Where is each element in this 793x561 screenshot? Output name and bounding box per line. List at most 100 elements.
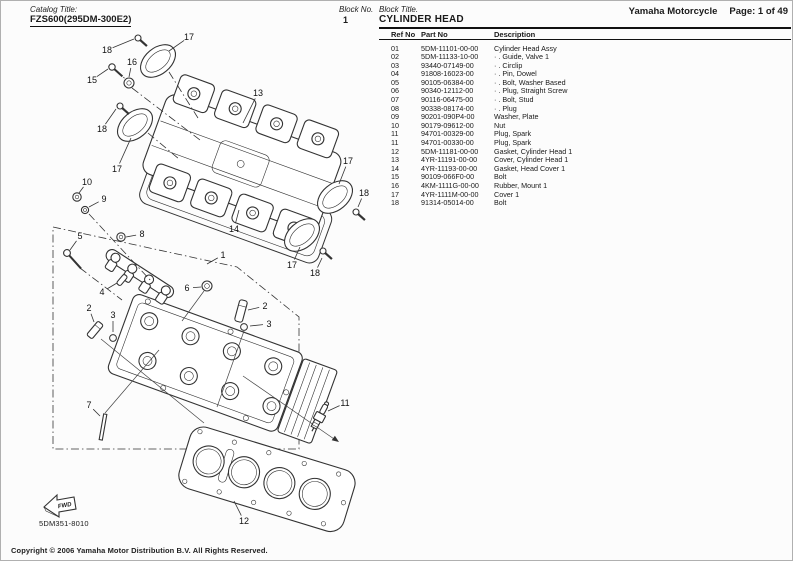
cell-part-no: 90179-09612-00 [421,120,474,130]
table-row: 15 90109-066F0-00 Bolt [379,173,791,182]
cell-part-no: 91314-05014-00 [421,198,474,208]
callout-leader-6 [192,286,202,288]
cell-part-no: 94701-00329-00 [421,129,474,139]
callout-16: 16 [127,57,137,67]
callout-8: 8 [139,229,144,239]
cell-ref-no: 05 [391,77,399,87]
cell-ref-no: 14 [391,163,399,173]
table-row: 05 90105-06384-00 · . Bolt, Washer Based [379,77,791,88]
cell-part-no: 5DM-11101-00-00 [421,43,479,53]
callout-11: 11 [340,398,349,408]
cell-description: Nut [494,120,506,130]
part-18-bolt-3 [352,208,366,221]
callout-leader-14 [235,209,240,224]
callout-leader-15 [96,68,109,77]
part-13-cylinder-head-cover [142,74,342,248]
callout-leader-17 [338,166,347,185]
cell-part-no: 90116-06475-00 [421,95,474,105]
callout-15: 15 [87,75,97,85]
part-3-circlip-left [109,334,117,342]
cell-part-no: 5DM-11133-10-00 [421,52,479,62]
cell-description: · . Plug [494,103,517,113]
rocker-shaft-assembly [104,249,175,305]
cell-ref-no: 11 [391,138,399,148]
assembly-boundary-outline [52,226,300,450]
cell-description: Cover, Cylinder Head 1 [494,155,569,165]
block-no-value: 1 [343,15,349,25]
part-18-bolt-2 [116,102,130,115]
cell-part-no: 4YR-1111M-00-00 [421,189,479,199]
part-17-cover-oval-4 [283,218,321,252]
cell-description: Bolt [494,172,507,182]
cell-part-no: 90109-066F0-00 [421,172,475,182]
callout-leader-18 [317,257,323,268]
part-18-bolt-1 [134,34,148,47]
callout-leader-4 [106,282,118,290]
cell-description: · . Pin, Dowel [494,69,537,79]
fwd-label: FWD [58,502,73,510]
cell-part-no: 4KM-1111G-00-00 [421,181,479,190]
cell-ref-no: 01 [391,43,399,53]
part-2-valve-guide-left [86,321,104,339]
callout-17: 17 [287,260,297,270]
callout-5: 5 [77,231,82,241]
callout-1: 1 [220,250,225,260]
cell-ref-no: 15 [391,172,399,182]
cell-ref-no: 09 [391,112,399,122]
cell-description: Plug, Spark [494,138,532,148]
callout-leader-2 [90,313,95,323]
part-2-valve-guide-right [234,299,248,323]
cell-ref-no: 11 [391,129,399,139]
cell-description: · . Bolt, Washer Based [494,77,566,87]
callout-leader-16 [128,67,132,78]
cell-ref-no: 02 [391,52,399,62]
callout-leader-2 [247,307,260,311]
callout-17: 17 [343,156,353,166]
part-6-screw-plug [201,280,213,292]
callout-6: 6 [184,283,189,293]
cell-ref-no: 17 [391,189,399,199]
callout-18: 18 [102,45,112,55]
callout-leader-12 [233,500,242,516]
parts-table-header: Ref No Part No Description [379,30,791,39]
cell-ref-no: 08 [391,103,399,113]
part-7-stud-bolt [98,413,108,441]
callout-18: 18 [359,188,369,198]
cell-description: Gasket, Head Cover 1 [494,163,566,173]
callout-leader-13 [242,98,256,124]
cell-part-no: 4YR-11193-00-00 [421,163,478,173]
callout-leader-18 [105,108,117,125]
callout-leader-18 [357,198,362,208]
callout-leader-8 [125,234,137,238]
callout-leader-10 [78,186,84,194]
callout-3: 3 [110,310,115,320]
brand-name: Yamaha Motorcycle [628,6,718,17]
part-12-cylinder-head-gasket [178,426,356,533]
cell-description: Plug, Spark [494,129,532,139]
cell-ref-no: 16 [391,181,399,190]
cell-ref-no: 04 [391,69,399,79]
part-17-cover-oval-1 [139,44,177,78]
callout-4: 4 [99,287,104,297]
callout-18: 18 [310,268,320,278]
cell-ref-no: 12 [391,146,399,156]
part-11-spark-plug [310,401,330,432]
cell-ref-no: 10 [391,120,399,130]
part-8-plug [116,232,126,242]
cell-description: · . Circlip [494,60,523,70]
cell-description: · . Bolt, Stud [494,95,534,105]
callout-leader-5 [69,240,77,251]
cell-part-no: 90105-06384-00 [421,77,474,87]
cell-part-no: 93440-07149-00 [421,60,474,70]
cell-description: · . Plug, Straight Screw [494,86,568,96]
